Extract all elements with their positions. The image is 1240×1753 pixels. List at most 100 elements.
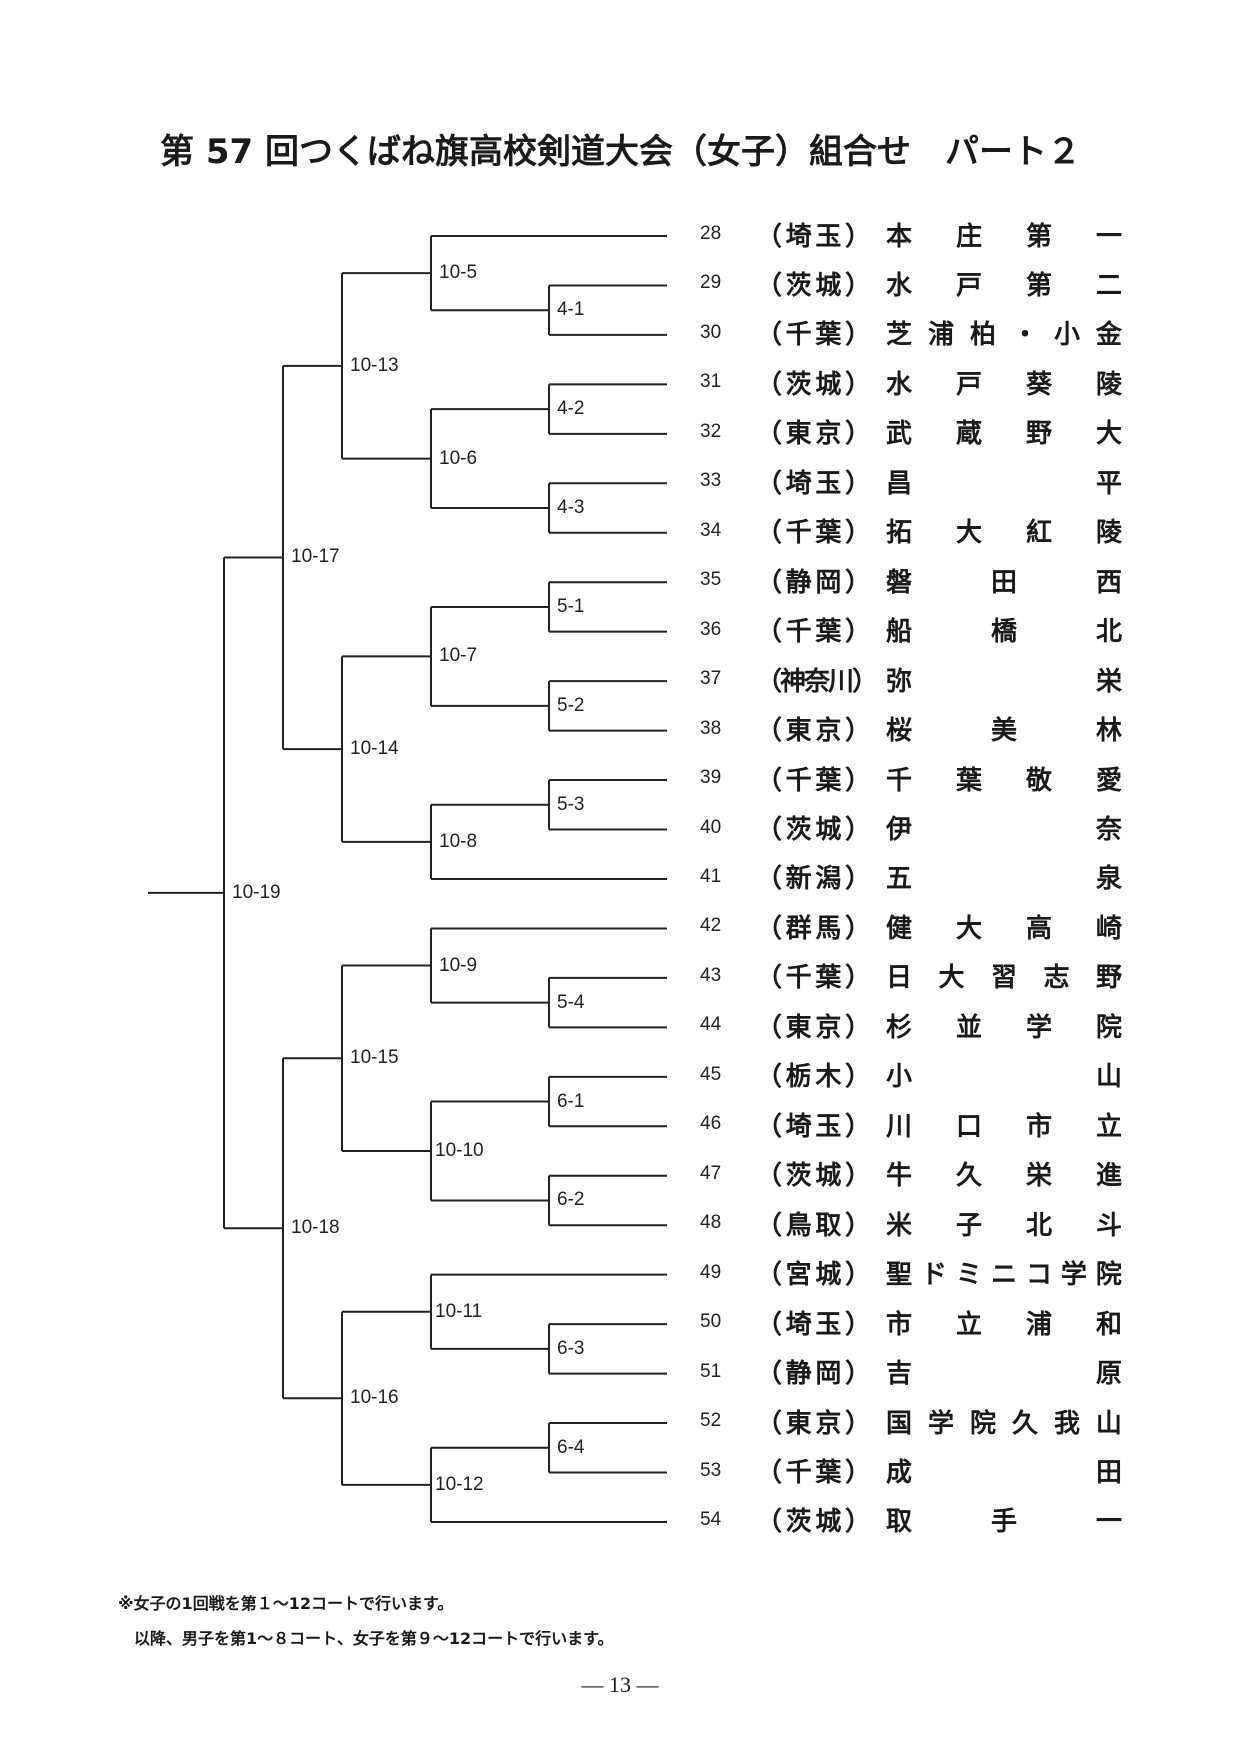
entrant-row: 45（栃木）小山 bbox=[690, 1055, 1130, 1095]
entrant-row: 30 （千葉） 芝浦柏・小金 bbox=[690, 313, 1130, 353]
entrant-prefecture: （鳥取） bbox=[756, 1210, 871, 1241]
entrant-prefecture: （東京） bbox=[756, 716, 871, 747]
entrant-school: 聖ドミニコ学院 bbox=[886, 1260, 1122, 1291]
entrant-row: 41 （新潟） 五泉 bbox=[690, 857, 1130, 897]
match-label: 4-1 bbox=[557, 299, 585, 321]
entrant-number: 53 bbox=[700, 1459, 722, 1481]
entrant-number: 28 bbox=[700, 223, 722, 244]
match-label: 10-17 bbox=[291, 546, 340, 568]
entrant-school: 拓大紅陵 bbox=[886, 518, 1122, 549]
match-label: 5-1 bbox=[557, 595, 585, 617]
match-label: 10-11 bbox=[435, 1300, 483, 1322]
entrant-prefecture: （群馬） bbox=[756, 913, 871, 944]
match-label: 6-3 bbox=[557, 1337, 585, 1359]
entrant-number: 32 bbox=[700, 420, 722, 442]
entrant-row: 35 （静岡） 磐田西 bbox=[690, 560, 1130, 600]
entrant-row: 52 （東京） 国学院久我山 bbox=[690, 1401, 1130, 1441]
match-label: 10-14 bbox=[350, 738, 399, 760]
entrant-row: 29（茨城）水戸第二 bbox=[690, 263, 1130, 303]
entrant-school: 成田 bbox=[886, 1458, 1122, 1488]
match-label: 10-5 bbox=[439, 262, 478, 284]
match-label: 6-4 bbox=[557, 1436, 585, 1458]
entrant-prefecture: （千葉） bbox=[756, 1458, 871, 1488]
entrant-prefecture: （東京） bbox=[756, 1012, 871, 1043]
match-label: 10-18 bbox=[291, 1217, 340, 1239]
entrant-row: 37（神奈川）弥栄 bbox=[690, 659, 1130, 699]
entrant-prefecture: （東京） bbox=[756, 419, 871, 450]
entrant-prefecture: （茨城） bbox=[756, 1161, 871, 1192]
entrant-number: 49 bbox=[700, 1261, 722, 1283]
footnote-line-2: 以降、男子を第1～８コート、女子を第９～12コートで行います。 bbox=[118, 1629, 614, 1648]
entrant-prefecture: （千葉） bbox=[756, 320, 871, 351]
match-label: 4-2 bbox=[557, 398, 585, 420]
entrant-prefecture: （東京） bbox=[756, 1408, 871, 1439]
match-label: 6-1 bbox=[557, 1090, 585, 1112]
match-label: 10-16 bbox=[350, 1387, 399, 1409]
entrant-row: 40（茨城）伊奈 bbox=[690, 808, 1130, 848]
entrant-school: 牛久栄進 bbox=[886, 1161, 1122, 1192]
entrant-prefecture: （千葉） bbox=[756, 518, 871, 549]
match-label: 5-2 bbox=[557, 694, 585, 716]
entrant-number: 36 bbox=[700, 618, 722, 640]
page-title: 第 57 回つくばね旗高校剣道大会（女子）組合せ パート２ bbox=[160, 132, 1081, 172]
match-label: 5-3 bbox=[557, 793, 585, 815]
entrant-number: 52 bbox=[700, 1410, 722, 1432]
entrant-number: 51 bbox=[700, 1360, 722, 1382]
match-label: 10-6 bbox=[439, 447, 478, 469]
entrant-number: 50 bbox=[700, 1311, 722, 1333]
entrant-prefecture: （新潟） bbox=[756, 864, 871, 895]
entrant-prefecture: （茨城） bbox=[756, 1507, 871, 1538]
entrant-school: 磐田西 bbox=[886, 567, 1122, 598]
entrant-row: 50（埼玉）市立浦和 bbox=[690, 1302, 1130, 1342]
entrant-row: 42（群馬）健大高崎 bbox=[690, 906, 1130, 946]
entrant-school: 取手一 bbox=[886, 1507, 1122, 1538]
entrant-school: 伊奈 bbox=[886, 815, 1122, 846]
entrant-row: 48（鳥取）米子北斗 bbox=[690, 1203, 1130, 1243]
entrant-number: 41 bbox=[700, 865, 722, 887]
entrant-prefecture: （栃木） bbox=[756, 1062, 871, 1093]
entrant-school: 五泉 bbox=[886, 864, 1122, 895]
entrant-row: 36（千葉）船橋北 bbox=[690, 610, 1130, 650]
entrant-number: 38 bbox=[700, 717, 722, 739]
entrant-school: 杉並学院 bbox=[886, 1012, 1122, 1043]
entrant-number: 43 bbox=[700, 964, 722, 986]
entrant-school: 弥栄 bbox=[886, 666, 1122, 697]
match-label: 6-2 bbox=[557, 1189, 585, 1211]
entrant-prefecture: （埼玉） bbox=[756, 221, 871, 252]
match-label: 10-10 bbox=[435, 1140, 484, 1161]
entrant-school: 桜美林 bbox=[886, 716, 1122, 747]
entrant-school: 昌平 bbox=[886, 468, 1122, 499]
entrant-school: 国学院久我山 bbox=[886, 1408, 1122, 1439]
entrant-number: 40 bbox=[700, 816, 722, 838]
entrant-row: 38 （東京） 桜美林 bbox=[690, 709, 1130, 749]
page-number: — 13 — bbox=[581, 1672, 659, 1697]
entrant-school: 市立浦和 bbox=[886, 1309, 1122, 1340]
match-label: 10-9 bbox=[439, 954, 478, 976]
entrant-school: 小山 bbox=[886, 1062, 1122, 1093]
match-label: 10-8 bbox=[439, 830, 478, 852]
entrant-prefecture: （静岡） bbox=[756, 567, 871, 598]
entrant-prefecture: （千葉） bbox=[756, 617, 871, 648]
entrant-number: 30 bbox=[700, 321, 722, 343]
entrant-row: 28（埼玉）本庄第一 bbox=[690, 214, 1130, 254]
entrant-school: 千葉敬愛 bbox=[886, 765, 1122, 796]
entrant-prefecture: （埼玉） bbox=[756, 1111, 871, 1142]
entrant-school: 吉原 bbox=[886, 1359, 1122, 1390]
entrant-row: 46（埼玉）川口市立 bbox=[690, 1104, 1130, 1144]
entrant-number: 35 bbox=[700, 569, 722, 591]
entrant-number: 48 bbox=[700, 1212, 722, 1234]
entrant-number: 54 bbox=[700, 1508, 722, 1530]
entrant-school: 芝浦柏・小金 bbox=[886, 320, 1122, 351]
entrant-row: 53 （千葉） 成田 bbox=[690, 1451, 1130, 1491]
entrant-row: 44（東京）杉並学院 bbox=[690, 1005, 1130, 1045]
entrant-prefecture: （茨城） bbox=[756, 369, 871, 400]
entrant-prefecture: （千葉） bbox=[756, 963, 871, 994]
entrant-number: 39 bbox=[700, 767, 722, 789]
entrant-row: 34（千葉）拓大紅陵 bbox=[690, 511, 1130, 551]
entrant-number: 33 bbox=[700, 470, 722, 492]
entrant-prefecture: （埼玉） bbox=[756, 468, 871, 499]
entrant-row: 49（宮城）聖ドミニコ学院 bbox=[690, 1253, 1130, 1293]
entrant-row: 47（茨城）牛久栄進 bbox=[690, 1154, 1130, 1194]
entrant-row: 33 （埼玉） 昌平 bbox=[690, 461, 1130, 501]
entrant-school: 健大高崎 bbox=[886, 913, 1122, 944]
